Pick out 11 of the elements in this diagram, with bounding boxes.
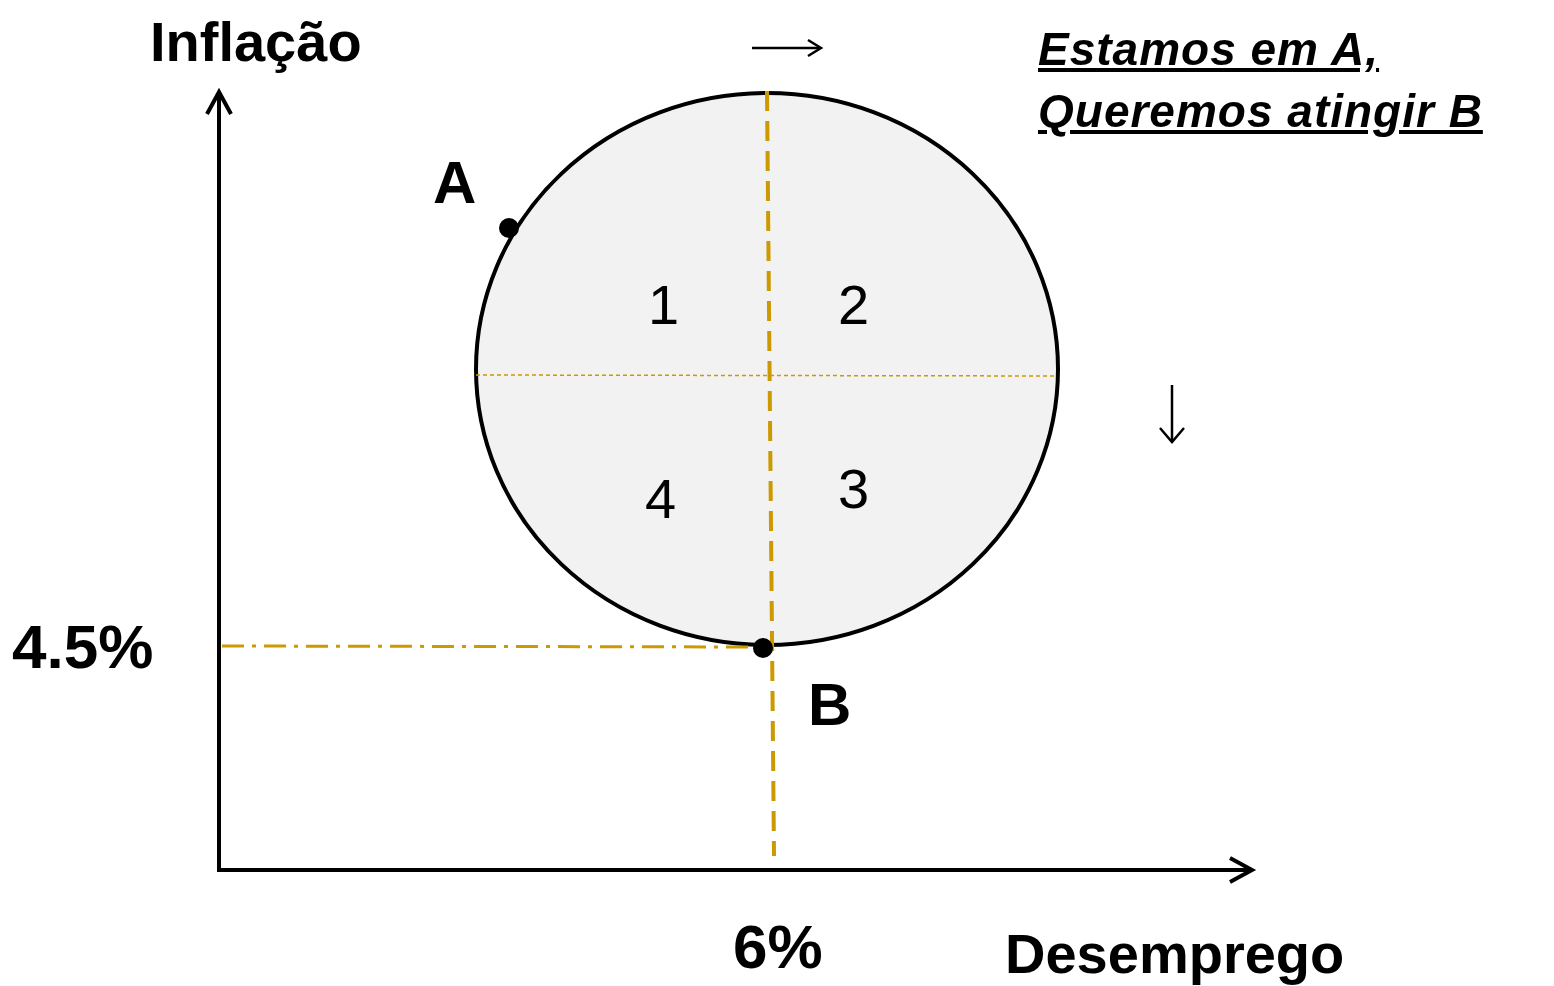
region-number: 4	[645, 471, 677, 527]
point-label: A	[433, 148, 477, 218]
point-label: B	[808, 670, 852, 740]
region-number: 3	[838, 461, 870, 517]
region-number: 1	[648, 277, 680, 333]
region-number: 2	[838, 277, 870, 333]
axis-value: 4.5%	[12, 611, 154, 683]
axis-value: 6%	[733, 911, 823, 983]
axis-title: Desemprego	[1005, 921, 1345, 986]
axis-title: Inflação	[150, 9, 362, 75]
note-text: Estamos em A, Queremos atingir B	[1038, 22, 1484, 139]
